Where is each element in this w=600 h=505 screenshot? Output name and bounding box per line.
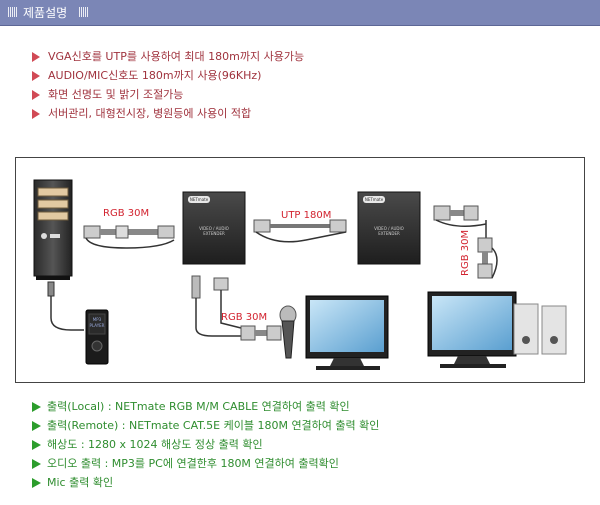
connection-diagram: RGB 30M MP3 PLAYER NETmate VIDEO / AUDIO… — [15, 157, 585, 383]
test-result-item: 해상도 : 1280 x 1024 해상도 정상 출력 확인 — [32, 435, 379, 454]
monitor-local-icon — [305, 295, 389, 370]
extender-remote-icon: NETmate VIDEO / AUDIO EXTENDER — [357, 191, 421, 265]
test-result-item: Mic 출력 확인 — [32, 473, 379, 492]
svg-text:NETmate: NETmate — [365, 197, 384, 202]
cable-label-rgb-vertical: RGB 30M — [460, 230, 471, 276]
monitor-remote-icon — [427, 291, 517, 368]
feature-item: 화면 선명도 및 밝기 조절가능 — [32, 85, 304, 104]
bullet-arrow-icon — [32, 51, 40, 62]
svg-text:VIDEO / AUDIO: VIDEO / AUDIO — [374, 226, 404, 231]
section-header: 제품설명 — [0, 0, 600, 26]
utp-cable-icon — [253, 219, 347, 243]
feature-item: VGA신호를 UTP를 사용하여 최대 180m까지 사용가능 — [32, 47, 304, 66]
feature-list: VGA신호를 UTP를 사용하여 최대 180m까지 사용가능 AUDIO/MI… — [32, 47, 304, 123]
audio-cable-icon — [50, 293, 84, 331]
cable-label-rgb-left: RGB 30M — [103, 208, 149, 219]
cable-label-rgb-bottom: RGB 30M — [221, 312, 267, 323]
rgb-cable-left-icon — [83, 225, 175, 249]
section-title: 제품설명 — [23, 6, 68, 20]
feature-item: 서버관리, 대형전시장, 병원등에 사용이 적합 — [32, 104, 304, 123]
audio-jack-icon — [47, 281, 55, 297]
pc-tower-icon — [33, 179, 73, 280]
header-grip-icon — [79, 7, 89, 17]
bullet-arrow-icon — [32, 89, 40, 100]
feature-item: AUDIO/MIC신호도 180m까지 사용(96KHz) — [32, 66, 304, 85]
header-grip-icon — [8, 7, 18, 17]
svg-text:MP3: MP3 — [93, 317, 102, 322]
bullet-arrow-icon — [32, 477, 41, 488]
speakers-icon — [513, 303, 567, 355]
test-result-item: 출력(Remote) : NETmate CAT.5E 케이블 180M 연결하… — [32, 416, 379, 435]
test-result-item: 출력(Local) : NETmate RGB M/M CABLE 연결하여 출… — [32, 397, 379, 416]
bullet-arrow-icon — [32, 108, 40, 119]
mp3-player-icon: MP3 PLAYER — [85, 309, 109, 365]
bullet-arrow-icon — [32, 458, 41, 469]
header-divider — [0, 25, 600, 26]
svg-text:NETmate: NETmate — [190, 197, 209, 202]
bullet-arrow-icon — [32, 70, 40, 81]
svg-text:VIDEO / AUDIO: VIDEO / AUDIO — [199, 226, 229, 231]
bullet-arrow-icon — [32, 439, 41, 450]
microphone-icon — [279, 305, 297, 359]
svg-text:PLAYER: PLAYER — [90, 323, 105, 328]
bullet-arrow-icon — [32, 401, 41, 412]
svg-text:EXTENDER: EXTENDER — [203, 231, 225, 236]
svg-text:EXTENDER: EXTENDER — [378, 231, 400, 236]
rgb-cable-bottom-icon — [191, 275, 282, 341]
bullet-arrow-icon — [32, 420, 41, 431]
test-result-list: 출력(Local) : NETmate RGB M/M CABLE 연결하여 출… — [32, 397, 379, 492]
cable-label-utp: UTP 180M — [281, 210, 331, 221]
rgb-cable-vertical-icon — [433, 205, 498, 279]
extender-local-icon: NETmate VIDEO / AUDIO EXTENDER — [182, 191, 246, 265]
test-result-item: 오디오 출력 : MP3를 PC에 연결한후 180M 연결하여 출력확인 — [32, 454, 379, 473]
